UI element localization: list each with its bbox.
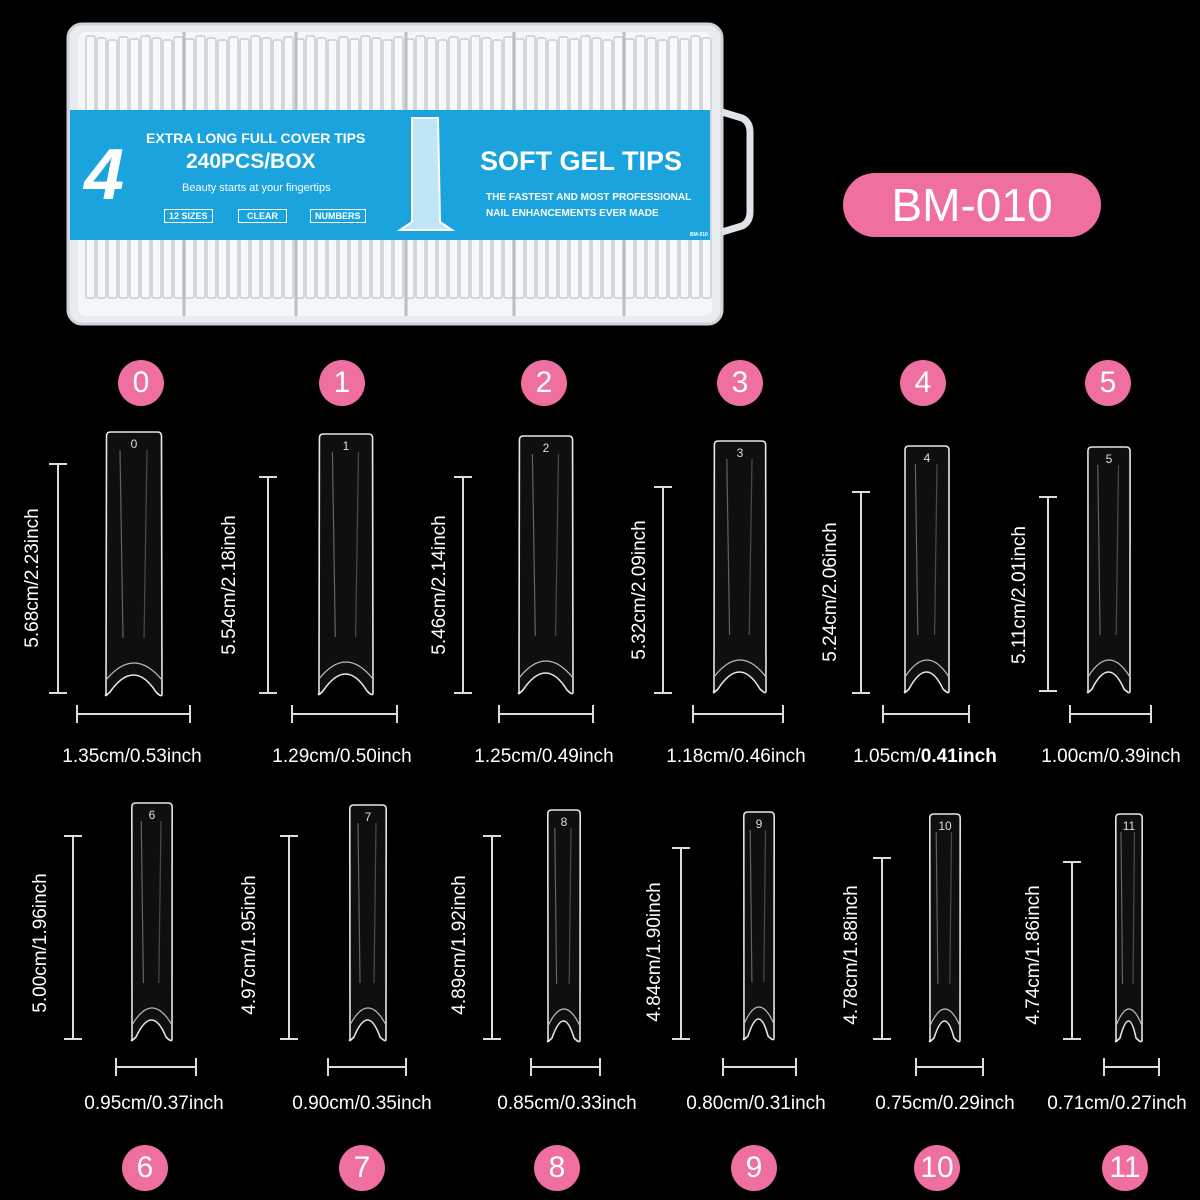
box-number: 4 [84,135,125,215]
box-line1: EXTRA LONG FULL COVER TIPS [146,130,366,146]
width-dimension-line [692,705,784,723]
length-label-2: 5.46cm/2.14inch [429,515,450,655]
length-label-9: 4.84cm/1.90inch [644,882,665,1022]
width-dimension-line [327,1058,407,1076]
size-badge-2: 2 [521,360,567,406]
width-dimension-line [1103,1058,1160,1076]
length-dimension-line [1063,861,1081,1040]
size-badge-5: 5 [1085,360,1131,406]
nail-tip-4: 4 [903,445,950,694]
box-small-code: BM-010 [690,232,708,238]
nail-tip-1: 1 [317,433,374,696]
length-dimension-line [672,847,690,1040]
size-badge-8: 8 [534,1145,580,1191]
length-label-6: 5.00cm/1.96inch [30,873,51,1013]
product-code-badge: BM-010 [843,173,1101,237]
tip-number: 10 [938,819,952,833]
length-label-7: 4.97cm/1.95inch [239,875,260,1015]
length-label-8: 4.89cm/1.92inch [449,875,470,1015]
width-label-inch: 0.41inch [920,746,997,767]
box-line2: 240PCS/BOX [186,150,316,173]
box-brand: SOFT GEL TIPS [480,146,683,176]
tip-number: 8 [561,815,568,829]
tip-number: 4 [924,451,931,465]
tag-clear: CLEAR [238,209,287,223]
length-label-0: 5.68cm/2.23inch [22,508,43,648]
tip-number: 6 [149,808,156,822]
width-dimension-line [76,705,191,723]
length-dimension-line [1039,496,1057,692]
size-badge-10: 10 [914,1145,960,1191]
width-dimension-line [722,1058,797,1076]
tip-number: 2 [543,441,550,455]
nail-tip-10: 10 [928,813,962,1043]
size-badge-3: 3 [717,360,763,406]
length-dimension-line [483,835,501,1040]
width-label-2: 1.25cm/0.49inch [474,746,614,767]
length-dimension-line [49,463,67,694]
size-badge-1: 1 [319,360,365,406]
nail-tip-11: 11 [1114,813,1144,1043]
tip-number: 11 [1123,819,1136,833]
product-box-image: 4 EXTRA LONG FULL COVER TIPS 240PCS/BOX … [66,22,754,328]
tip-number: 5 [1106,452,1113,466]
width-label-7: 0.90cm/0.35inch [292,1093,432,1114]
length-label-3: 5.32cm/2.09inch [629,520,650,660]
nail-tip-7: 7 [348,804,388,1042]
width-dimension-line [530,1058,601,1076]
length-dimension-line [873,857,891,1040]
nail-tip-3: 3 [712,440,767,694]
length-label-11: 4.74cm/1.86inch [1023,885,1044,1025]
size-badge-9: 9 [731,1145,777,1191]
width-label-11: 0.71cm/0.27inch [1047,1093,1187,1114]
width-dimension-line [498,705,594,723]
width-dimension-line [115,1058,197,1076]
size-badge-11: 11 [1102,1145,1148,1191]
nail-tip-0: 0 [104,431,163,697]
length-dimension-line [654,486,672,694]
width-label-8: 0.85cm/0.33inch [497,1093,637,1114]
width-label-1: 1.29cm/0.50inch [272,746,412,767]
tag-numbers: NUMBERS [310,209,366,223]
width-dimension-line [291,705,398,723]
tip-number: 7 [365,810,372,824]
size-badge-0: 0 [118,360,164,406]
tip-number: 0 [131,437,138,451]
length-dimension-line [259,476,277,694]
size-badge-6: 6 [122,1145,168,1191]
width-label-cm: 1.05cm/ [853,746,921,767]
width-label-3: 1.18cm/0.46inch [666,746,806,767]
width-dimension-line [1069,705,1152,723]
tip-number: 9 [756,817,763,831]
width-dimension-line [915,1058,984,1076]
width-label-6: 0.95cm/0.37inch [84,1093,224,1114]
width-label-0: 1.35cm/0.53inch [62,746,202,767]
length-dimension-line [64,835,82,1040]
tip-number: 1 [343,439,350,453]
box-tagline2: NAIL ENHANCEMENTS EVER MADE [486,208,659,219]
width-label-9: 0.80cm/0.31inch [686,1093,826,1114]
length-dimension-line [280,835,298,1040]
width-label-5: 1.00cm/0.39inch [1041,746,1181,767]
width-label-4: 1.05cm/0.41inch [853,746,997,768]
length-dimension-line [852,491,870,694]
size-badge-7: 7 [339,1145,385,1191]
length-label-4: 5.24cm/2.06inch [820,522,841,662]
box-line3: Beauty starts at your fingertips [182,182,331,194]
width-dimension-line [882,705,970,723]
nail-tip-9: 9 [742,811,776,1041]
size-badge-4: 4 [900,360,946,406]
tip-number: 3 [737,446,744,460]
nail-tip-2: 2 [517,435,574,695]
length-label-1: 5.54cm/2.18inch [219,515,240,655]
box-tagline1: THE FASTEST AND MOST PROFESSIONAL [486,192,692,203]
tag-sizes: 12 SIZES [164,209,213,223]
nail-tip-5: 5 [1086,446,1131,694]
nail-tip-6: 6 [130,802,173,1042]
nail-tip-8: 8 [546,809,582,1043]
length-dimension-line [454,476,472,694]
length-label-5: 5.11cm/2.01inch [1009,525,1030,665]
length-label-10: 4.78cm/1.88inch [841,885,862,1025]
width-label-10: 0.75cm/0.29inch [875,1093,1015,1114]
